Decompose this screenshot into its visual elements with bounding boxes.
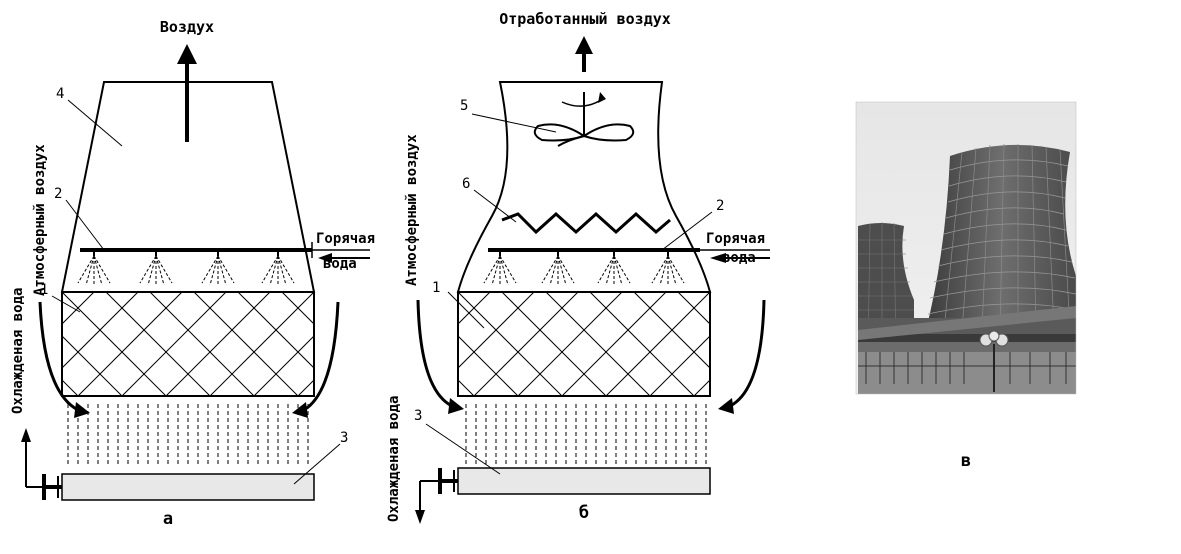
- exhaust-air-label: Отработанный воздух: [499, 10, 671, 28]
- callout-3: 3: [340, 430, 348, 446]
- callout-4: 4: [56, 86, 64, 102]
- callout-2: 2: [54, 186, 62, 202]
- cooled-water-outlet-b: [415, 468, 458, 524]
- fill-packing-a: [61, 291, 315, 397]
- hot-water-inlet-arrow-b: [700, 249, 770, 263]
- cooling-tower-photo: [855, 101, 1077, 395]
- callout-1: 1: [40, 282, 48, 298]
- hot-water-inlet-arrow: [311, 242, 370, 263]
- cooled-water-outlet-a: [21, 428, 62, 500]
- water-rain-a: [67, 404, 309, 466]
- diagram-a: Воздух Горячая вода: [10, 18, 375, 529]
- callout-2-b: 2: [716, 198, 724, 214]
- air-outlet-label: Воздух: [160, 18, 214, 36]
- lamp-post: [979, 330, 1009, 392]
- callouts-a: 4 2 1 3: [40, 86, 348, 485]
- sprinkler-nozzles-b: [483, 252, 685, 286]
- hot-water-label-line2: вода: [323, 256, 357, 272]
- callouts-b: 5 6 2 1 3: [414, 98, 724, 475]
- fan-icon: [533, 92, 635, 147]
- panel-label-b: б: [579, 503, 589, 523]
- callout-6: 6: [462, 176, 470, 192]
- hot-water-label-b-line2: вода: [722, 250, 756, 266]
- air-intake-arrows-a: [38, 301, 340, 418]
- water-basin-b: [457, 467, 711, 495]
- drift-eliminator: [501, 211, 671, 235]
- air-intake-arrows-b: [416, 299, 766, 414]
- callout-1-b: 1: [432, 280, 440, 296]
- hot-water-label-b-line1: Горячая: [706, 231, 765, 247]
- atmospheric-air-label-b: Атмосферный воздух: [404, 134, 420, 286]
- cooled-water-label-a: Охлажденая вода: [10, 288, 26, 414]
- hot-water-label-line1: Горячая: [316, 231, 375, 247]
- atmospheric-air-label-a: Атмосферный воздух: [32, 144, 48, 296]
- diagram-b: Отработанный воздух Горячая вода: [386, 10, 770, 524]
- fill-packing-b: [457, 291, 711, 397]
- panel-label-a: а: [163, 509, 173, 529]
- cooled-water-label-b: Охлажденая вода: [386, 396, 402, 522]
- exhaust-air-arrow: [575, 36, 593, 72]
- panel-label-c: в: [961, 451, 971, 471]
- sprinkler-nozzles: [77, 252, 295, 286]
- air-outlet-arrow: [177, 44, 197, 142]
- water-rain-b: [465, 404, 707, 466]
- callout-3-b: 3: [414, 408, 422, 424]
- callout-5: 5: [460, 98, 468, 114]
- water-basin-a: [61, 473, 315, 501]
